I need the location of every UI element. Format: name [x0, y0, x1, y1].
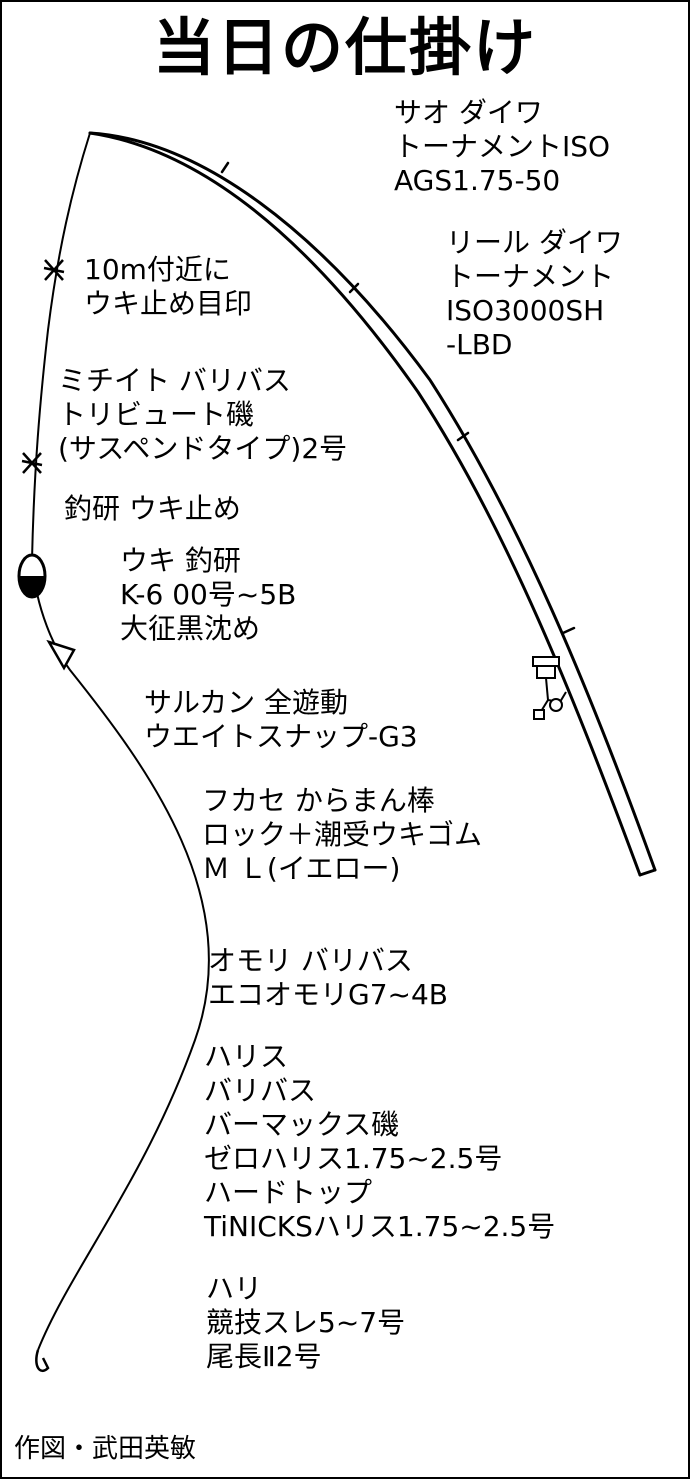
stopper-spec-line: 釣研 ウキ止め	[64, 492, 241, 525]
page-title: 当日の仕掛け	[152, 11, 537, 84]
float-spec: ウキ 釣研 K-6 00号~5B 大征黒沈め	[120, 544, 296, 646]
hook-spec-line: ハリ	[206, 1272, 263, 1305]
reel-spec-line: ISO3000SH	[446, 294, 605, 327]
leader-spec-line: ハリス	[204, 1040, 289, 1073]
rod-spec-line: サオ ダイワ	[394, 96, 543, 129]
sinker-spec-line: オモリ バリバス	[208, 944, 413, 977]
leader-spec-line: バリバス	[204, 1074, 317, 1107]
marker-note-line: 10m付近に	[84, 253, 231, 286]
swivel-spec-line: ウエイトスナップ-G3	[144, 720, 418, 753]
sinker-spec: オモリ バリバス エコオモリG7~4B	[208, 944, 448, 1012]
reel-spec-line: トーナメント	[446, 260, 615, 293]
illustration-credit: 作図・武田英敏	[14, 1434, 197, 1464]
rod-spec: サオ ダイワ トーナメントISO AGS1.75-50	[394, 96, 610, 198]
sinker-spec-line: エコオモリG7~4B	[208, 978, 448, 1011]
leader-spec: ハリス バリバス バーマックス磯 ゼロハリス1.75~2.5号 ハードトップ T…	[204, 1040, 555, 1244]
leader-spec-line: TiNICKSハリス1.75~2.5号	[204, 1210, 556, 1243]
reel-spec-line: リール ダイワ	[446, 226, 623, 259]
float-spec-line: ウキ 釣研	[120, 544, 241, 577]
line-marker-icon	[21, 452, 43, 474]
swivel-spec-line: サルカン 全遊動	[144, 686, 349, 719]
float-icon	[17, 553, 47, 599]
mainline-spec-line: トリビュート磯	[58, 398, 255, 431]
fishing-rod	[88, 131, 657, 877]
hook-spec: ハリ 競技スレ5~7号 尾長Ⅱ2号	[206, 1272, 405, 1374]
mainline-spec-line: ミチイト バリバス	[58, 364, 291, 397]
reel-icon	[532, 656, 567, 720]
marker-note: 10m付近に ウキ止め目印	[84, 253, 252, 321]
leader-spec-line: ハードトップ	[204, 1176, 373, 1209]
mainline-spec-line: (サスペンドタイプ)2号	[58, 432, 348, 465]
float-spec-line: K-6 00号~5B	[120, 578, 297, 611]
stopper-spec: 釣研 ウキ止め	[64, 492, 241, 526]
rod-spec-line: トーナメントISO	[394, 130, 611, 163]
hook-spec-line: 競技スレ5~7号	[206, 1306, 406, 1339]
hook-spec-line: 尾長Ⅱ2号	[206, 1340, 322, 1373]
reel-spec-line: -LBD	[446, 328, 513, 361]
float-stopper-icon	[43, 259, 65, 281]
swivel-spec: サルカン 全遊動 ウエイトスナップ-G3	[144, 686, 418, 754]
mainline-spec: ミチイト バリバス トリビュート磯 (サスペンドタイプ)2号	[58, 364, 347, 466]
rod-spec-line: AGS1.75-50	[394, 164, 561, 197]
rubber-spec-line: ロック＋潮受ウキゴム	[202, 818, 483, 851]
hook-icon	[35, 1349, 50, 1373]
leader-spec-line: ゼロハリス1.75~2.5号	[204, 1142, 503, 1175]
leader-spec-line: バーマックス磯	[204, 1108, 400, 1141]
reel-spec: リール ダイワ トーナメント ISO3000SH -LBD	[446, 226, 623, 362]
marker-note-line: ウキ止め目印	[84, 287, 253, 320]
rubber-spec-line: Ｍ Ｌ(イエロー)	[202, 852, 401, 885]
float-spec-line: 大征黒沈め	[120, 612, 261, 645]
rubber-spec-line: フカセ からまん棒	[202, 784, 435, 817]
swivel-icon	[46, 639, 76, 671]
rubber-spec: フカセ からまん棒 ロック＋潮受ウキゴム Ｍ Ｌ(イエロー)	[202, 784, 482, 886]
